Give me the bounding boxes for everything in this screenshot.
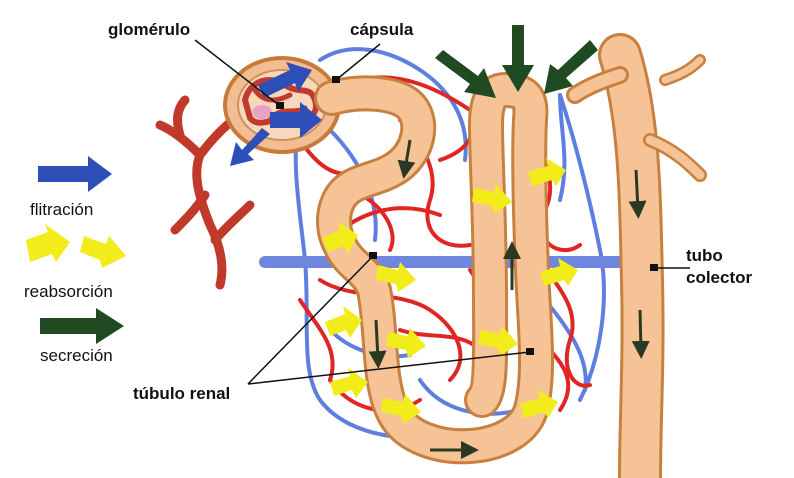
secretion-arrow-icon	[40, 308, 124, 344]
label-capsula: cápsula	[350, 20, 413, 40]
label-glomerulo: glomérulo	[108, 20, 190, 40]
legend-secrecion: secreción	[40, 346, 113, 366]
legend-filtracion: flitración	[30, 200, 93, 220]
label-colector: colector	[686, 268, 752, 288]
filtration-arrow-icon	[38, 156, 112, 192]
legend-reabsorcion: reabsorción	[24, 282, 113, 302]
label-tubo: tubo	[686, 246, 723, 266]
label-tubulo-renal: túbulo renal	[133, 384, 230, 404]
reabsorption-arrow-icon	[26, 224, 126, 268]
renal-tubule	[332, 90, 536, 446]
